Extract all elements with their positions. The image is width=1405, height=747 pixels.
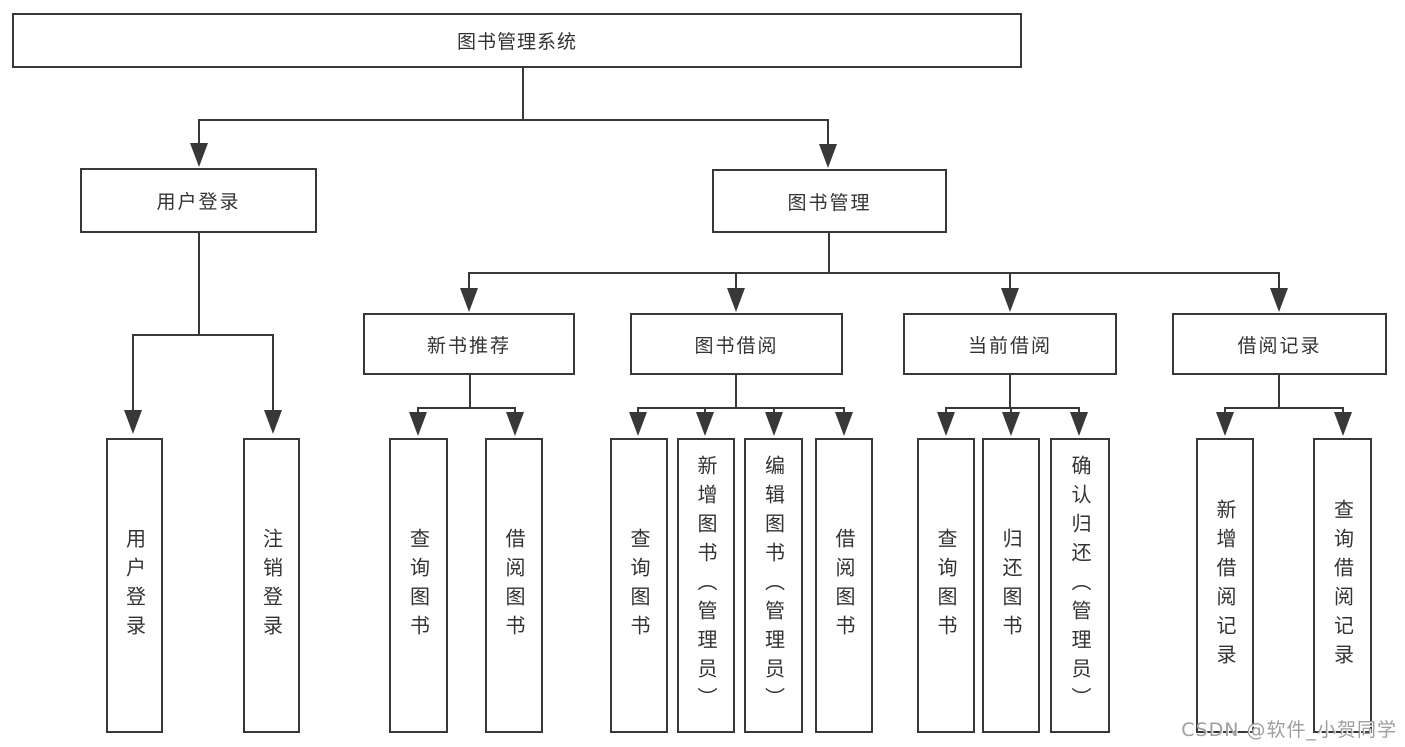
csdn-watermark: CSDN @软件_小贺同学 <box>1181 719 1397 741</box>
node-user-login-action: 用户登录 <box>106 438 163 733</box>
node-return-books: 归还图书 <box>982 438 1040 733</box>
node-query-books-recommend: 查询图书 <box>389 438 448 733</box>
diagram-title: 图书管理系统 <box>456 31 577 53</box>
node-add-borrow-record: 新增借阅记录 <box>1196 438 1254 733</box>
node-query-books-current: 查询图书 <box>917 438 975 733</box>
node-confirm-return-admin: 确认归还（管理员） <box>1050 438 1110 733</box>
node-library-management-system: 图书管理系统 <box>12 13 1022 68</box>
node-borrowing-records: 借阅记录 <box>1172 313 1387 375</box>
node-query-books-borrowing: 查询图书 <box>610 438 668 733</box>
node-borrow-books-recommend: 借阅图书 <box>485 438 543 733</box>
node-book-borrowing: 图书借阅 <box>630 313 843 375</box>
node-user-login: 用户登录 <box>80 168 317 233</box>
node-current-borrowing: 当前借阅 <box>903 313 1117 375</box>
node-book-management: 图书管理 <box>712 169 947 233</box>
node-borrow-books-borrowing: 借阅图书 <box>815 438 873 733</box>
node-logout-action: 注销登录 <box>243 438 300 733</box>
node-query-borrow-record: 查询借阅记录 <box>1313 438 1372 733</box>
node-edit-books-admin: 编辑图书（管理员） <box>744 438 803 733</box>
node-new-book-recommend: 新书推荐 <box>363 313 575 375</box>
node-add-books-admin: 新增图书（管理员） <box>677 438 735 733</box>
